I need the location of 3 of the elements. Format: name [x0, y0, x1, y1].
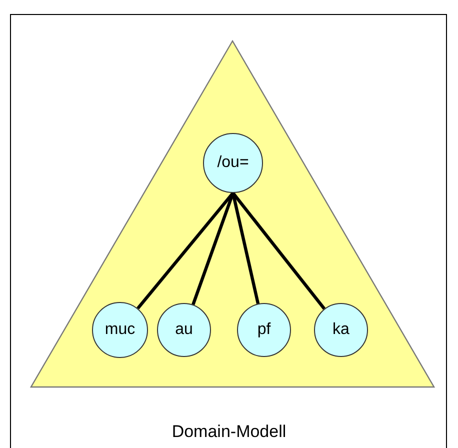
triangle	[30, 40, 435, 388]
connector-line	[232, 192, 326, 310]
caption: Domain-Modell	[170, 422, 288, 442]
